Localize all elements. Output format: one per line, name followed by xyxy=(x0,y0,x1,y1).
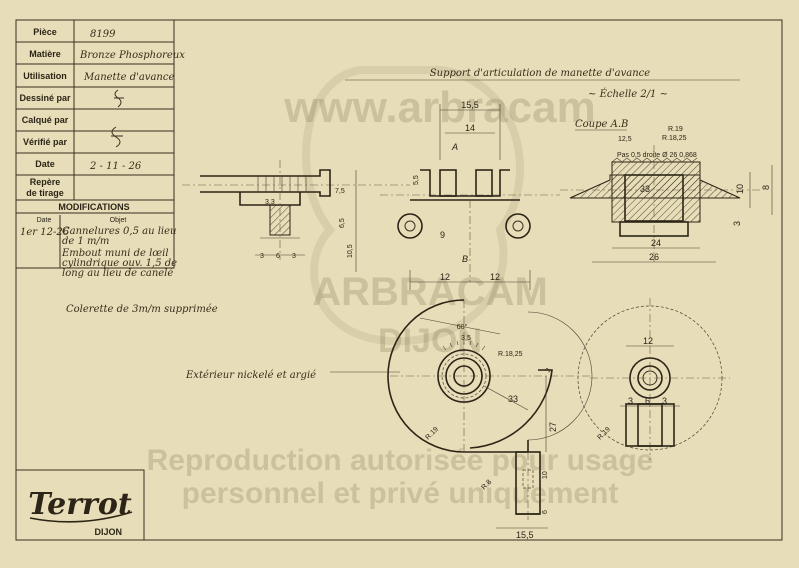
dim-front-3-3: 3,3 xyxy=(265,199,275,206)
dim-side-12a: 12 xyxy=(440,272,450,282)
watermark-notice-1: Reproduction autorisée pour usage xyxy=(147,444,654,477)
section-ab-label: Coupe A.B xyxy=(575,119,628,130)
terrot-logo: Terrot DIJON xyxy=(15,469,145,541)
mod-line-5: long au lieu de canelé xyxy=(62,268,173,279)
dim-hub-3a: 3 xyxy=(628,396,633,406)
dim-section-33: 33 xyxy=(640,184,650,194)
dim-section-125: 12,5 xyxy=(618,136,632,143)
value-piece: 8199 xyxy=(90,29,116,40)
value-utilisation: Manette d'avance xyxy=(83,72,174,83)
front-elevation-view: 3,3 3 6 3 7,5 6,5 10,5 xyxy=(182,160,410,272)
mod-date-header: Date xyxy=(37,217,52,224)
label-matiere: Matière xyxy=(29,49,61,59)
dim-front-6-5: 6,5 xyxy=(339,218,346,228)
dim-lever-15-5: 15,5 xyxy=(516,530,534,540)
drawing-scale: ~ Échelle 2/1 ~ xyxy=(588,88,668,100)
dim-flange-27: 27 xyxy=(548,422,558,432)
label-dessine: Dessiné par xyxy=(19,93,71,103)
dim-side-5-5: 5,5 xyxy=(413,175,420,185)
modifications-header: MODIFICATIONS xyxy=(58,202,129,212)
dim-lever-6: 6 xyxy=(542,510,549,514)
modifications-box: MODIFICATIONS Date Objet 1er 12-26 Canne… xyxy=(15,199,218,315)
hub-plan-view: 12 3 6 3 R.19 xyxy=(577,298,730,460)
mod-line-2: de 1 m/m xyxy=(62,236,109,247)
dim-lever-10: 10 xyxy=(542,471,549,479)
label-utilisation: Utilisation xyxy=(23,71,67,81)
watermark-brand: ARBRACAM xyxy=(312,270,548,314)
mod-line-3: Embout muni de lœil xyxy=(61,248,169,259)
dim-side-9: 9 xyxy=(440,230,445,240)
mod-line-6: Colerette de 3m/m supprimée xyxy=(66,304,218,315)
dim-flange-r19: R.19 xyxy=(424,426,439,441)
section-marker-a: A xyxy=(451,142,458,152)
dim-section-3: 3 xyxy=(732,221,742,226)
dim-section-r19: R.19 xyxy=(668,126,683,133)
watermark-head-outline xyxy=(302,66,524,346)
signature-dessine xyxy=(114,89,124,108)
mod-line-1: Cannelures 0,5 au lieu xyxy=(62,226,176,237)
dim-section-thread: Pas 0,5 droite Ø 26 0,868 xyxy=(617,152,697,159)
dim-front-10-5: 10,5 xyxy=(347,244,354,258)
dim-front-6: 6 xyxy=(276,253,280,260)
dim-section-8: 8 xyxy=(761,185,771,190)
dim-flange-r1825: R.18,25 xyxy=(498,351,523,358)
dim-section-26: 26 xyxy=(649,252,659,262)
dim-front-7-5: 7,5 xyxy=(335,188,345,195)
mod-object-header: Objet xyxy=(110,217,127,224)
watermark: www.arbracam ARBRACAM DIJON Reproduction… xyxy=(147,66,654,510)
side-elevation-view: 15,5 14 9 A B 5,5 12 12 xyxy=(380,100,560,290)
sheet-border xyxy=(15,19,783,541)
section-marker-b: B xyxy=(462,254,468,264)
mod-line-4: cylindrique ouv. 1,5 de xyxy=(62,258,177,269)
watermark-url: www.arbracam xyxy=(283,83,595,132)
signature-verifie xyxy=(111,126,123,148)
section-ab-view: Coupe A.B 33 24 26 10 8 3 R.19 R.18,25 1… xyxy=(560,119,773,263)
dim-front-3a: 3 xyxy=(260,253,264,260)
flange-plan-view: 60° 3,5 33 3 R.18,25 R.19 27 xyxy=(387,299,593,453)
watermark-city: DIJON xyxy=(378,322,482,360)
dim-flange-3: 3 xyxy=(545,367,553,374)
dim-side-14: 14 xyxy=(465,123,475,133)
finish-note: Extérieur nickelé et argié xyxy=(185,370,316,381)
dim-hub-12: 12 xyxy=(643,336,653,346)
dim-front-3b: 3 xyxy=(292,253,296,260)
label-verifie: Vérifié par xyxy=(23,137,68,147)
dim-side-15-5: 15,5 xyxy=(461,100,479,110)
dim-section-10: 10 xyxy=(735,184,745,194)
label-calque: Calqué par xyxy=(22,115,69,125)
dim-hub-6: 6 xyxy=(645,396,650,406)
label-tirage: de tirage xyxy=(26,188,64,198)
dim-flange-3-5: 3,5 xyxy=(461,335,471,342)
dim-flange-60deg: 60° xyxy=(457,323,468,331)
dim-side-12b: 12 xyxy=(490,272,500,282)
label-piece: Pièce xyxy=(33,27,57,37)
label-date: Date xyxy=(35,159,55,169)
mod-date: 1er 12-26 xyxy=(20,227,70,238)
dim-hub-3b: 3 xyxy=(662,396,667,406)
dim-section-r1825: R.18,25 xyxy=(662,135,687,142)
dim-section-24: 24 xyxy=(651,238,661,248)
drawing-title: Support d'articulation de manette d'avan… xyxy=(430,68,650,79)
title-block: Pièce Matière Utilisation Dessiné par Ca… xyxy=(15,19,185,201)
watermark-notice-2: personnel et privé uniquement xyxy=(182,477,619,510)
logo-city: DIJON xyxy=(94,527,122,537)
dim-flange-33: 33 xyxy=(508,394,518,404)
value-matiere: Bronze Phosphoreux xyxy=(79,50,185,61)
label-repere: Repère xyxy=(30,177,61,187)
value-date: 2 - 11 - 26 xyxy=(89,161,142,172)
